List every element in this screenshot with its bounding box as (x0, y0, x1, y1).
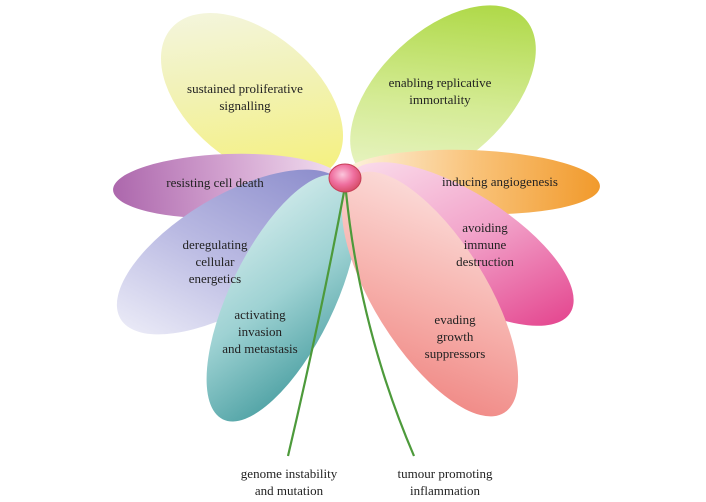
petal-enabling-replicative-immortality (350, 5, 536, 185)
stem-genome-instability (286, 191, 346, 457)
label-resisting-cell-death: resisting cell death (166, 175, 264, 190)
stem-tumour-promoting-inflammation (344, 191, 416, 457)
flower-center (328, 163, 362, 193)
label-avoiding-immune-destruction: avoiding immune destruction (456, 220, 514, 269)
petal-evading-growth-suppressors (341, 171, 519, 417)
label-enabling-replicative-immortality: enabling replicative immortality (388, 75, 492, 107)
label-activating-invasion-and-metastasis: activating invasion and metastasis (222, 307, 298, 356)
label-genome-instability: genome instability and mutation (240, 466, 338, 498)
petal-activating-invasion-and-metastasis (206, 174, 358, 422)
petal-sustained-proliferative-signalling (160, 13, 344, 181)
label-evading-growth-suppressors: evading growth suppressors (424, 312, 486, 361)
label-sustained-proliferative-signalling: sustained proliferative signalling (187, 81, 303, 113)
label-deregulating-cellular-energetics: deregulating cellular energetics (182, 237, 248, 286)
label-inducing-angiogenesis: inducing angiogenesis (442, 174, 558, 189)
label-tumour-promoting-inflammation: tumour promoting inflammation (397, 466, 493, 498)
